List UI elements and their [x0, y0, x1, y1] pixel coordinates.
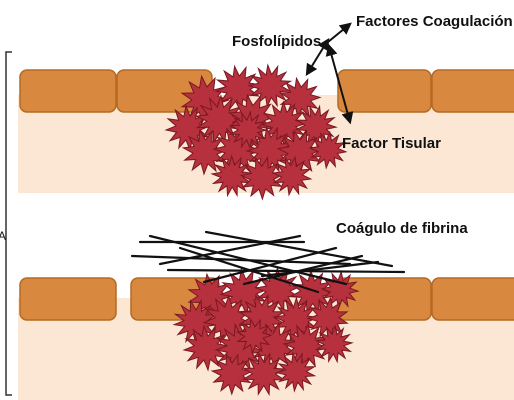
bottom-panel	[18, 268, 514, 400]
margin-letter: A	[0, 229, 6, 243]
label-factores-coagulacion: Factores Coagulación	[356, 13, 513, 30]
label-factor-tisular: Factor Tisular	[342, 135, 441, 152]
label-coagulo-fibrina: Coágulo de fibrina	[336, 220, 468, 237]
label-fosfolipidos: Fosfolípidos	[232, 33, 321, 50]
endothelial-cell	[20, 278, 116, 320]
arrow-factores	[328, 24, 350, 42]
top-panel	[18, 65, 514, 199]
fibrin-strand	[262, 262, 378, 276]
endothelial-cell	[338, 70, 431, 112]
endothelial-cell	[20, 70, 116, 112]
endothelial-cell	[432, 278, 514, 320]
endothelial-cell	[432, 70, 514, 112]
left-bracket	[6, 52, 12, 395]
